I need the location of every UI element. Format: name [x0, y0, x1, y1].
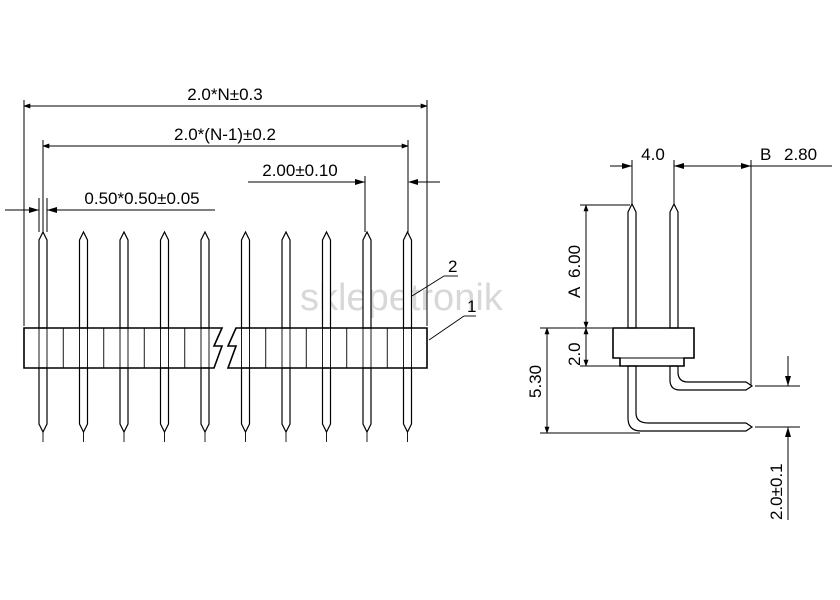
dim-row-spacing-label: 4.0 — [641, 145, 665, 164]
front-pin-upper — [38, 230, 48, 329]
dim-pin-pitch-label: 2.00±0.10 — [262, 161, 338, 180]
dim-pin-section-label: 0.50*0.50±0.05 — [84, 189, 199, 208]
dim-body-height-label: 2.0 — [565, 342, 584, 366]
front-pin-upper — [281, 230, 291, 329]
dim-total-height-label: 5.30 — [526, 365, 545, 398]
front-pin-lower — [119, 367, 129, 434]
dim-arrow-b — [741, 163, 751, 169]
front-pins — [38, 230, 413, 442]
callout-leader-1 — [428, 315, 465, 341]
front-pin-lower — [362, 367, 372, 434]
side-view: 4.0 B 2.80 A 6.00 2.0 5.30 2.0±0.1 — [526, 145, 832, 520]
front-pin-upper — [321, 230, 332, 329]
side-insulator-body — [612, 327, 695, 367]
watermark: sklepetronik — [300, 277, 504, 319]
front-pin-lower — [200, 367, 210, 434]
side-pin-left-upper — [627, 202, 637, 329]
dim-arrow-section-b — [47, 207, 57, 213]
dim-arrow-bend-b — [785, 427, 791, 437]
front-pin-lower — [240, 367, 251, 434]
front-pin-upper — [159, 230, 170, 329]
dim-arrow-pitch-b — [408, 179, 418, 185]
dim-b-label: B — [760, 145, 771, 164]
front-pin-lower — [281, 367, 291, 434]
front-pin-upper — [240, 230, 251, 329]
insulator-body-left — [23, 327, 224, 369]
front-pin-lower — [321, 367, 332, 434]
front-pin-lower — [78, 367, 89, 434]
callout-1: 1 — [467, 297, 476, 316]
side-pin-upper-bend — [669, 365, 754, 391]
front-pin-lower — [402, 367, 413, 434]
dim-arrow-pitch-a — [355, 179, 365, 185]
front-pin-upper — [78, 230, 89, 329]
dim-bend-spacing-label: 2.0±0.1 — [767, 463, 786, 520]
front-pin-lower — [159, 367, 170, 434]
front-pin-upper — [200, 230, 210, 329]
side-pin-right-upper — [669, 202, 679, 329]
insulator-body-right — [226, 327, 428, 369]
dim-arrow-row-b — [674, 163, 684, 169]
insulator-dividers — [38, 328, 412, 368]
dim-total-length-label: 2.0*N±0.3 — [187, 85, 263, 104]
dim-arrow-bend-a — [785, 376, 791, 386]
dim-arrow-row-a — [622, 163, 632, 169]
dim-a-label: A — [565, 286, 584, 298]
front-view: 2.0*N±0.3 2.0*(N-1)±0.2 2.00±0.10 0.50*0… — [5, 85, 476, 442]
front-pin-upper — [402, 230, 413, 329]
dim-b-value: 2.80 — [784, 145, 817, 164]
callout-leader-2 — [411, 275, 445, 297]
front-pin-upper — [119, 230, 129, 329]
dim-pitch-span-label: 2.0*(N-1)±0.2 — [174, 125, 276, 144]
side-pin-lower-bend — [627, 365, 754, 432]
dim-a-value: 6.00 — [565, 245, 584, 278]
front-pin-upper — [362, 230, 372, 329]
dim-arrow-section-a — [29, 207, 39, 213]
callout-2: 2 — [448, 257, 457, 276]
front-pin-lower — [38, 367, 48, 434]
